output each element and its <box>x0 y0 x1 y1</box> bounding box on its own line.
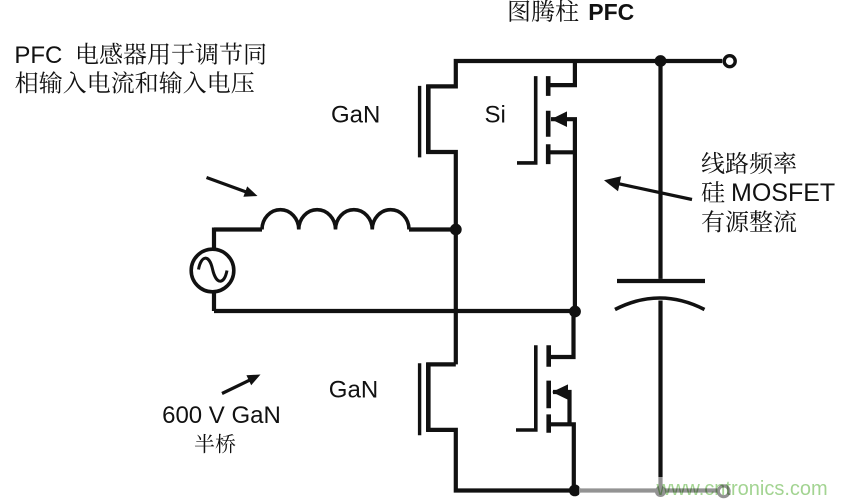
svg-text:www.cntronics.com: www.cntronics.com <box>656 478 828 500</box>
svg-text:PFC: PFC <box>14 42 62 69</box>
svg-text:GaN: GaN <box>329 377 378 404</box>
svg-text:MOSFET: MOSFET <box>731 179 835 207</box>
svg-text:PFC: PFC <box>588 0 634 25</box>
svg-text:600 V GaN: 600 V GaN <box>162 402 281 429</box>
svg-text:Si: Si <box>485 102 506 129</box>
svg-text:GaN: GaN <box>331 101 380 128</box>
